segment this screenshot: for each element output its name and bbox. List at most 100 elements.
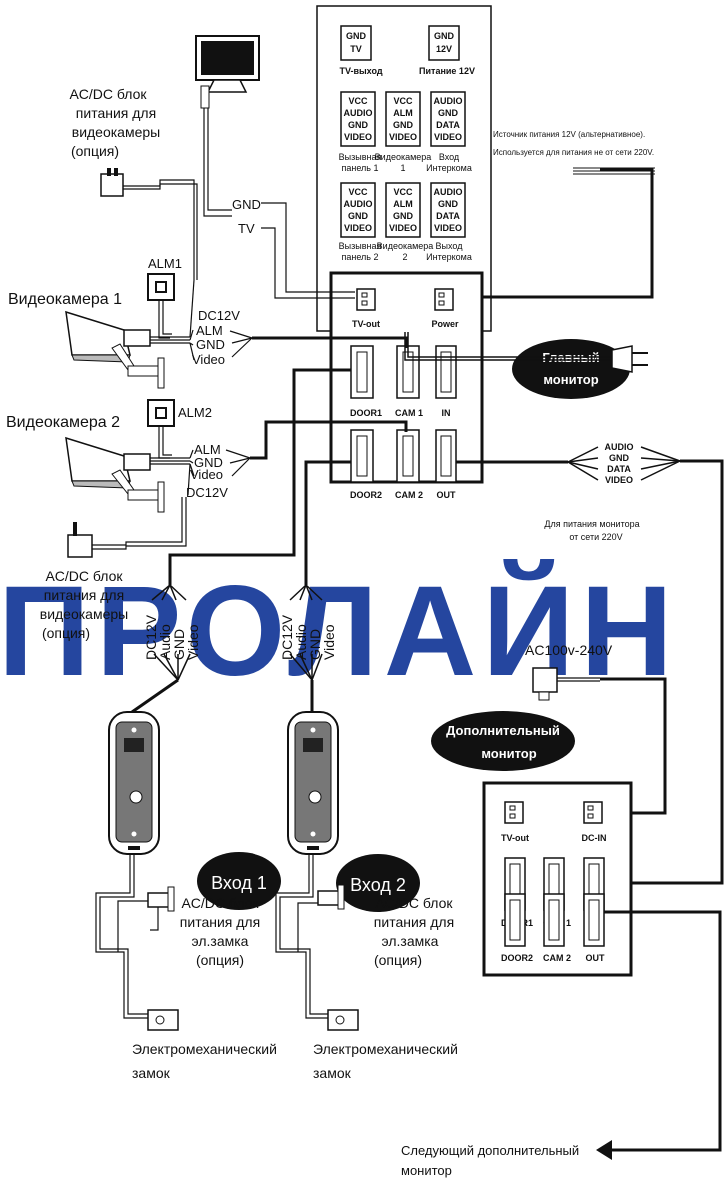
- intercom-lines-labels: AUDIO GND DATA VIDEO: [605, 442, 634, 485]
- svg-text:DOOR1: DOOR1: [350, 408, 382, 418]
- legend-door1: VCC AUDIO GND VIDEO Вызывная панель 1: [339, 91, 382, 173]
- camera1-wire-dc: DC12V: [198, 308, 240, 323]
- next-monitor-arrow-icon: [596, 1140, 612, 1160]
- svg-text:DC-IN: DC-IN: [582, 833, 607, 843]
- camera1-body: [65, 310, 165, 389]
- main-port-out: OUT: [435, 429, 457, 500]
- svg-text:GND: GND: [307, 629, 323, 660]
- svg-text:GND: GND: [346, 31, 367, 41]
- svg-text:Видеокамера: Видеокамера: [375, 152, 432, 162]
- svg-text:VIDEO: VIDEO: [434, 223, 462, 233]
- camera2-title: Видеокамера 2: [6, 414, 120, 431]
- svg-text:питания для: питания для: [44, 587, 124, 603]
- door2-wire-labels: DC12V Audio GND Video: [279, 614, 337, 660]
- svg-text:эл.замка: эл.замка: [192, 933, 249, 949]
- svg-text:монитор: монитор: [481, 746, 536, 761]
- svg-text:Видеокамера: Видеокамера: [377, 241, 434, 251]
- svg-text:VIDEO: VIDEO: [434, 132, 462, 142]
- svg-text:Питание 12V: Питание 12V: [419, 66, 475, 76]
- camera2-wire-alm: ALM: [194, 442, 221, 457]
- svg-text:монитор: монитор: [401, 1163, 452, 1178]
- svg-text:TV: TV: [350, 44, 362, 54]
- legend-tv-out: GND TV TV-выход: [339, 25, 383, 76]
- legend-door2: VCC AUDIO GND VIDEO Вызывная панель 2: [339, 182, 382, 262]
- psu-lock2: [317, 884, 345, 910]
- lock2-wiring: [275, 854, 330, 1019]
- svg-text:(опция): (опция): [374, 952, 422, 968]
- camera1-alarm-sensor: [147, 273, 175, 339]
- svg-text:GND: GND: [171, 629, 187, 660]
- main-port-in: IN: [435, 345, 457, 418]
- svg-text:12V: 12V: [436, 44, 452, 54]
- main-port-cam2: CAM 2: [395, 429, 423, 500]
- legend-out: AUDIO GND DATA VIDEO Выход Интеркома: [426, 182, 472, 262]
- main-port-door2: DOOR2: [350, 429, 382, 500]
- camera2-wire-gnd: GND: [194, 455, 223, 470]
- svg-text:TV-out: TV-out: [352, 319, 380, 329]
- entrance2-label: [336, 854, 420, 912]
- svg-text:VIDEO: VIDEO: [344, 223, 372, 233]
- extra-port-door2-visible-final: [505, 941, 525, 993]
- svg-text:Audio: Audio: [157, 624, 173, 660]
- svg-text:AUDIO: AUDIO: [344, 108, 373, 118]
- svg-text:Power: Power: [431, 319, 459, 329]
- svg-text:Интеркома: Интеркома: [426, 252, 472, 262]
- watermark: ПРОЛАЙН: [0, 559, 679, 703]
- lock1-wiring: [95, 854, 159, 1019]
- svg-text:замок: замок: [132, 1065, 171, 1081]
- svg-text:питания для: питания для: [180, 914, 260, 930]
- svg-text:монитор: монитор: [543, 372, 598, 387]
- svg-text:замок: замок: [313, 1065, 352, 1081]
- svg-text:GND: GND: [348, 120, 369, 130]
- main-monitor-label: [512, 339, 630, 399]
- legend-in: AUDIO GND DATA VIDEO Вход Интеркома: [426, 91, 472, 173]
- svg-text:видеокамеры: видеокамеры: [40, 606, 128, 622]
- svg-text:DATA: DATA: [436, 120, 460, 130]
- svg-text:IN: IN: [442, 408, 451, 418]
- svg-text:AUDIO: AUDIO: [434, 187, 463, 197]
- svg-text:DATA: DATA: [607, 464, 631, 474]
- svg-text:VCC: VCC: [393, 187, 413, 197]
- next-monitor-cable: [604, 910, 722, 1152]
- svg-text:GND: GND: [438, 108, 459, 118]
- svg-text:GND: GND: [348, 211, 369, 221]
- svg-text:панель 2: панель 2: [341, 252, 378, 262]
- svg-text:DOOR2: DOOR2: [501, 953, 533, 963]
- main-port-tvout: TV-out: [352, 288, 380, 329]
- alt-power-note: Источник питания 12V (альтернативное).: [493, 130, 645, 139]
- svg-text:AUDIO: AUDIO: [434, 96, 463, 106]
- psu-lock1: [147, 886, 175, 912]
- svg-text:GND: GND: [393, 120, 414, 130]
- svg-text:ALM: ALM: [393, 108, 413, 118]
- door1-cable: [131, 368, 351, 714]
- svg-text:(опция): (опция): [71, 143, 119, 159]
- svg-text:Вызывная: Вызывная: [339, 241, 382, 251]
- camera1-wire-alm: ALM: [196, 323, 223, 338]
- svg-text:OUT: OUT: [437, 490, 457, 500]
- extra-monitor-cam2-port: CAM 2: [543, 893, 571, 963]
- svg-text:DC12V: DC12V: [279, 614, 295, 660]
- svg-text:DOOR2: DOOR2: [350, 490, 382, 500]
- svg-text:от сети 220V: от сети 220V: [569, 532, 622, 542]
- svg-text:GND: GND: [434, 31, 455, 41]
- psu-lock1-label: AC/DC блок: [181, 895, 259, 911]
- svg-text:Audio: Audio: [293, 624, 309, 660]
- tv-wire-tv: TV: [238, 221, 255, 236]
- svg-text:OUT: OUT: [586, 953, 606, 963]
- svg-text:Используется для питания не от: Используется для питания не от сети 220V…: [493, 148, 654, 157]
- svg-text:VCC: VCC: [348, 96, 368, 106]
- psu-camera-bottom-label: AC/DC блок: [45, 568, 123, 584]
- svg-text:эл.замка: эл.замка: [382, 933, 439, 949]
- door-panel-1: [108, 711, 160, 855]
- svg-text:AUDIO: AUDIO: [344, 199, 373, 209]
- psu-camera-top-label: AC/DC блок: [69, 86, 147, 102]
- tv-wire-gnd: GND: [232, 197, 261, 212]
- svg-text:ALM: ALM: [393, 199, 413, 209]
- svg-text:Вызывная: Вызывная: [339, 152, 382, 162]
- svg-text:Интеркома: Интеркома: [426, 163, 472, 173]
- svg-text:CAM 2: CAM 2: [543, 953, 571, 963]
- extra-monitor-door2-port: DOOR2: [501, 893, 533, 963]
- camera1-title: Видеокамера 1: [8, 291, 122, 308]
- extra-port-dcin: DC-IN: [582, 801, 607, 843]
